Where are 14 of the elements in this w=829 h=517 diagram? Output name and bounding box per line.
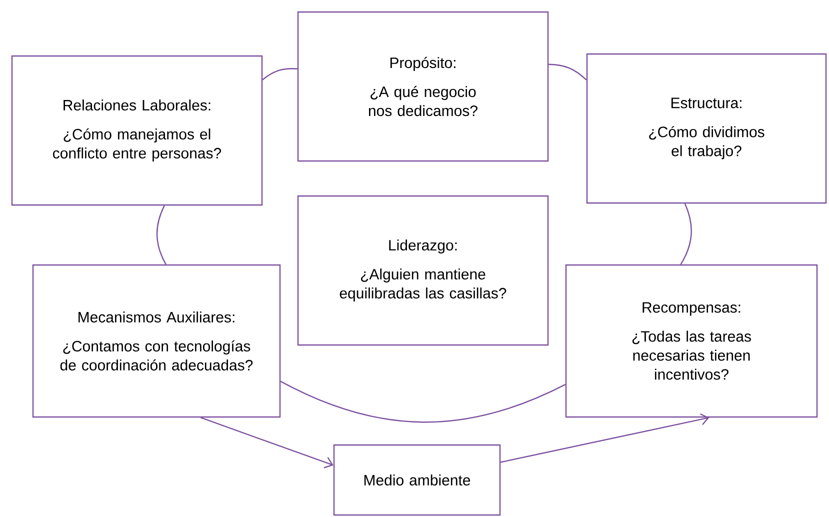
text-box: Mecanismos Auxiliares: ¿Contamos con tecnologías de coordinación adecuadas? bbox=[32, 264, 281, 418]
connector-arc bbox=[262, 68, 298, 80]
connector-arc bbox=[156, 205, 166, 265]
text-box: Propósito: ¿A qué negocio nos dedicamos? bbox=[297, 11, 549, 162]
arrow bbox=[200, 417, 334, 468]
text-box: Estructura: ¿Cómo dividimos el trabajo? bbox=[586, 53, 827, 204]
text-box: Recompensas: ¿Todas las tareas necesarias tienen incentivos? bbox=[565, 264, 818, 418]
connector-arc bbox=[280, 380, 566, 423]
text-box: Medio ambiente bbox=[333, 444, 501, 516]
connector-arc bbox=[680, 203, 692, 265]
text-box: Liderazgo: ¿Alguien mantiene equilibradas las casillas? bbox=[297, 195, 549, 346]
connector-arc bbox=[548, 64, 587, 80]
text-box: Relaciones Laborales: ¿Cómo manejamos el conflicto entre personas? bbox=[11, 55, 263, 206]
arrow bbox=[500, 413, 710, 463]
